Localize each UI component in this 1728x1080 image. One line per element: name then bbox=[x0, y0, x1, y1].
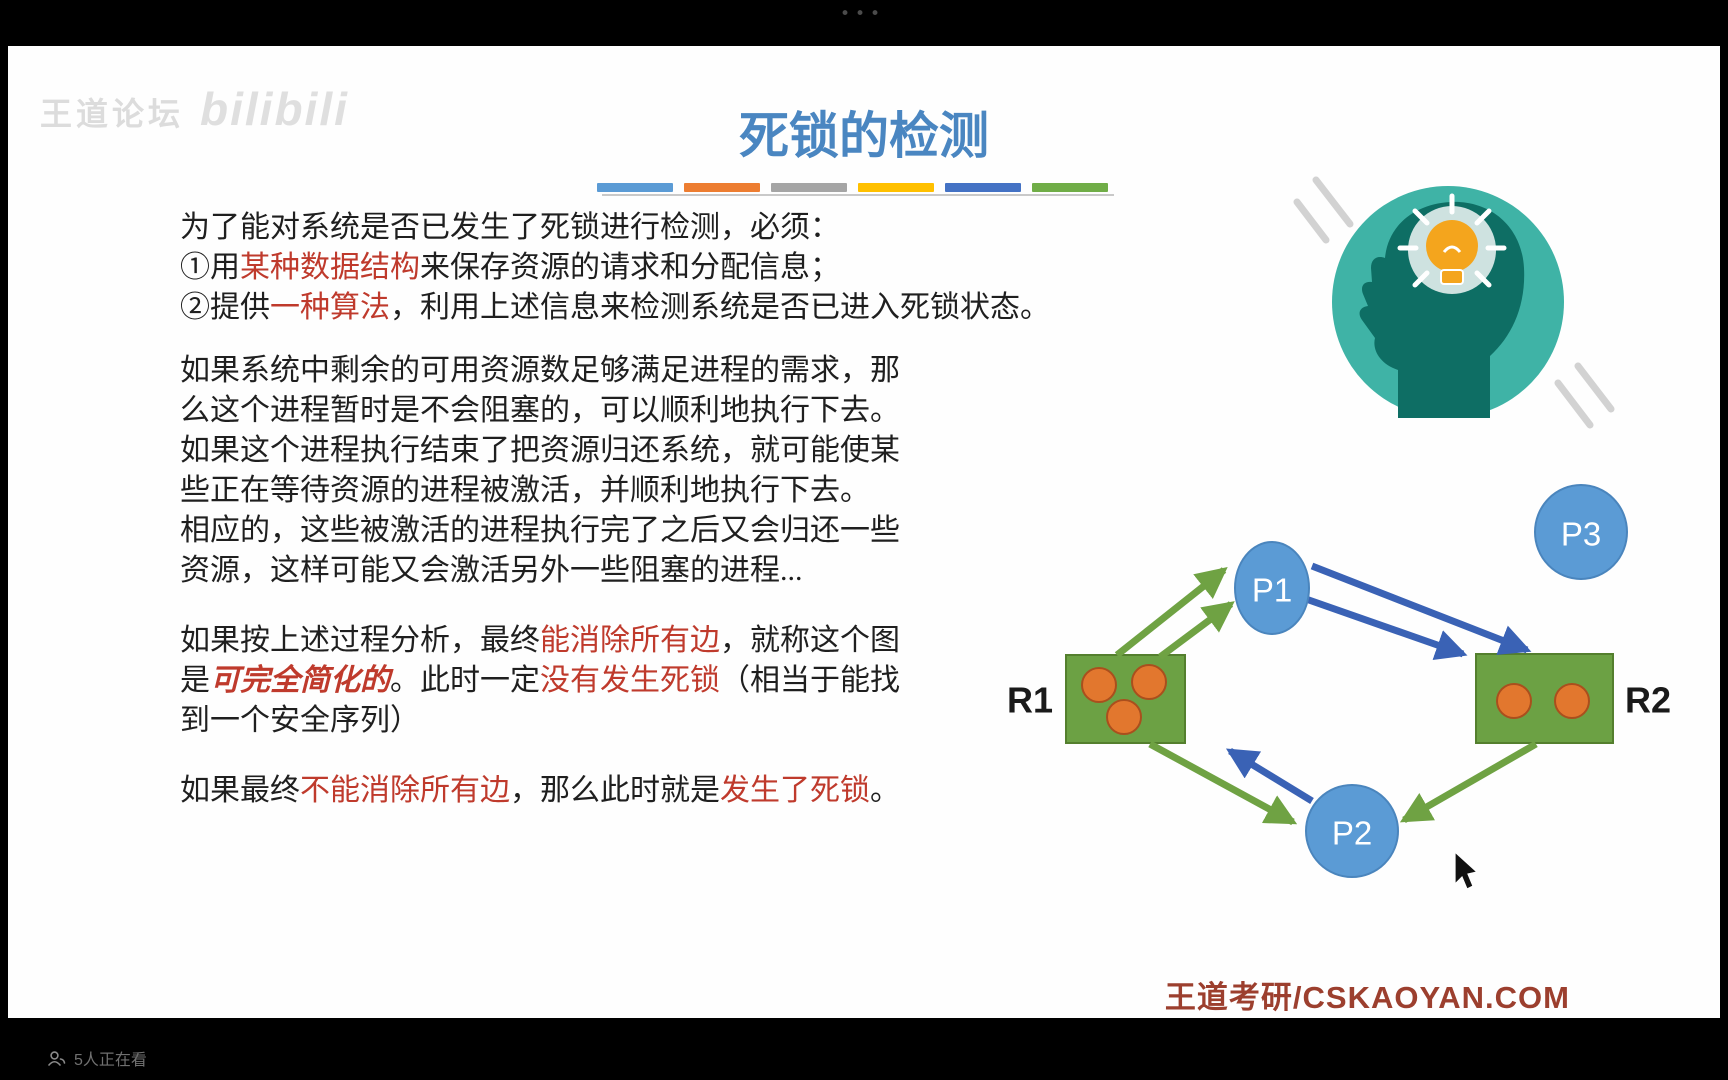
body-text: 资源，这样可能又会激活另外一些阻塞的进程... bbox=[180, 554, 803, 587]
process-label-P3: P3 bbox=[1561, 516, 1601, 553]
body-text: 。此时一定 bbox=[390, 664, 540, 697]
body-text: 为了能对系统是否已发生了死锁进行检测，必须： bbox=[180, 211, 840, 244]
watching-icon bbox=[48, 1050, 66, 1066]
edge-R1-P2-assignment bbox=[1148, 740, 1298, 826]
resource-instance-dot-R1 bbox=[1081, 667, 1117, 703]
body-text: 些正在等待资源的进程被激活，并顺利地执行下去。 bbox=[180, 474, 870, 507]
accent-bar bbox=[858, 183, 934, 192]
edge-R2-P2-assignment bbox=[1399, 740, 1538, 824]
resource-instance-dot-R1 bbox=[1131, 664, 1167, 700]
process-node-P2 bbox=[1305, 784, 1399, 878]
edge-P1-R2-request bbox=[1310, 562, 1532, 655]
body-text: 如果系统中剩余的可用资源数足够满足进程的需求，那 bbox=[180, 354, 900, 387]
highlighted-text: 发生了死锁 bbox=[720, 774, 870, 807]
bulb-filament bbox=[1442, 245, 1462, 253]
highlighted-text: 某种数据结构 bbox=[240, 251, 420, 284]
resource-label-R2: R2 bbox=[1625, 680, 1671, 721]
highlighted-text: 没有发生死锁 bbox=[540, 664, 720, 697]
slide-paragraph-3: 如果按上述过程分析，最终能消除所有边，就称这个图是可完全简化的。此时一定没有发生… bbox=[180, 621, 900, 741]
highlighted-text: 一种算法 bbox=[270, 291, 390, 324]
process-label-P1: P1 bbox=[1252, 572, 1292, 609]
bulb-base bbox=[1440, 269, 1464, 285]
shine-mark bbox=[1312, 176, 1354, 228]
body-text: 如果最终 bbox=[180, 774, 300, 807]
slide-title: 死锁的检测 bbox=[739, 108, 989, 164]
brand-footer: 王道考研/CSKAOYAN.COM bbox=[1164, 980, 1570, 1015]
body-text: ，就称这个图 bbox=[720, 624, 900, 657]
slide-paragraph-4: 如果最终不能消除所有边，那么此时就是发生了死锁。 bbox=[180, 771, 900, 811]
accent-bar bbox=[945, 183, 1021, 192]
shine-mark bbox=[1554, 379, 1594, 429]
mouse-cursor bbox=[1454, 850, 1479, 890]
resource-label-R1: R1 bbox=[1007, 680, 1053, 721]
resource-instance-dot-R2 bbox=[1554, 683, 1590, 719]
body-text: 来保存资源的请求和分配信息； bbox=[420, 251, 840, 284]
process-label-P2: P2 bbox=[1332, 815, 1372, 852]
thinking-head-illustration bbox=[1293, 176, 1615, 429]
highlighted-text: 可完全简化的 bbox=[210, 664, 390, 697]
process-node-P1 bbox=[1234, 541, 1310, 635]
body-text: 么这个进程暂时是不会阻塞的，可以顺利地执行下去。 bbox=[180, 394, 900, 427]
body-text: 到一个安全序列） bbox=[180, 704, 420, 737]
body-text: 是 bbox=[180, 664, 210, 697]
shine-mark bbox=[1293, 198, 1330, 244]
watching-count-label: 5人正在看 bbox=[74, 1052, 147, 1069]
body-text: ①用 bbox=[180, 251, 240, 284]
body-text: ②提供 bbox=[180, 291, 270, 324]
body-text: 相应的，这些被激活的进程执行完了之后又会归还一些 bbox=[180, 514, 900, 547]
body-text: 如果按上述过程分析，最终 bbox=[180, 624, 540, 657]
watching-badge: 5人正在看 bbox=[48, 1046, 147, 1070]
shine-mark bbox=[1574, 362, 1615, 413]
accent-bar bbox=[684, 183, 760, 192]
accent-bar bbox=[597, 183, 673, 192]
accent-bar bbox=[1032, 183, 1108, 192]
body-text: ，利用上述信息来检测系统是否已进入死锁状态。 bbox=[390, 291, 1050, 324]
edge-R1-P1-assignment bbox=[1157, 601, 1235, 660]
edge-R1-P1-assignment bbox=[1114, 567, 1228, 658]
body-text: ，那么此时就是 bbox=[510, 774, 720, 807]
resource-instance-dot-R1 bbox=[1106, 699, 1142, 735]
body-text: 。 bbox=[870, 774, 900, 807]
edge-P1-R2-request bbox=[1304, 595, 1468, 661]
watermark: 王道论坛 bilibili bbox=[40, 82, 349, 136]
slide-paragraph-1: 为了能对系统是否已发生了死锁进行检测，必须： ①用某种数据结构来保存资源的请求和分… bbox=[180, 208, 1050, 328]
bilibili-logo: bilibili bbox=[200, 83, 349, 135]
watermark-brand: 王道论坛 bbox=[40, 96, 185, 132]
player-more-dots[interactable]: ••• bbox=[840, 4, 886, 24]
process-node-P3 bbox=[1534, 484, 1628, 580]
accent-bar bbox=[771, 183, 847, 192]
title-accent-bars bbox=[597, 183, 1108, 192]
highlighted-text: 不能消除所有边 bbox=[300, 774, 510, 807]
slide-paragraph-2: 如果系统中剩余的可用资源数足够满足进程的需求，那么这个进程暂时是不会阻塞的，可以… bbox=[180, 351, 900, 591]
resource-instance-dot-R2 bbox=[1496, 683, 1532, 719]
highlighted-text: 能消除所有边 bbox=[540, 624, 720, 657]
body-text: （相当于能找 bbox=[720, 664, 900, 697]
title-underline bbox=[602, 194, 1114, 196]
edge-P2-R1-request bbox=[1225, 748, 1314, 804]
bulb-rays bbox=[1397, 193, 1507, 288]
body-text: 如果这个进程执行结束了把资源归还系统，就可能使某 bbox=[180, 434, 900, 467]
